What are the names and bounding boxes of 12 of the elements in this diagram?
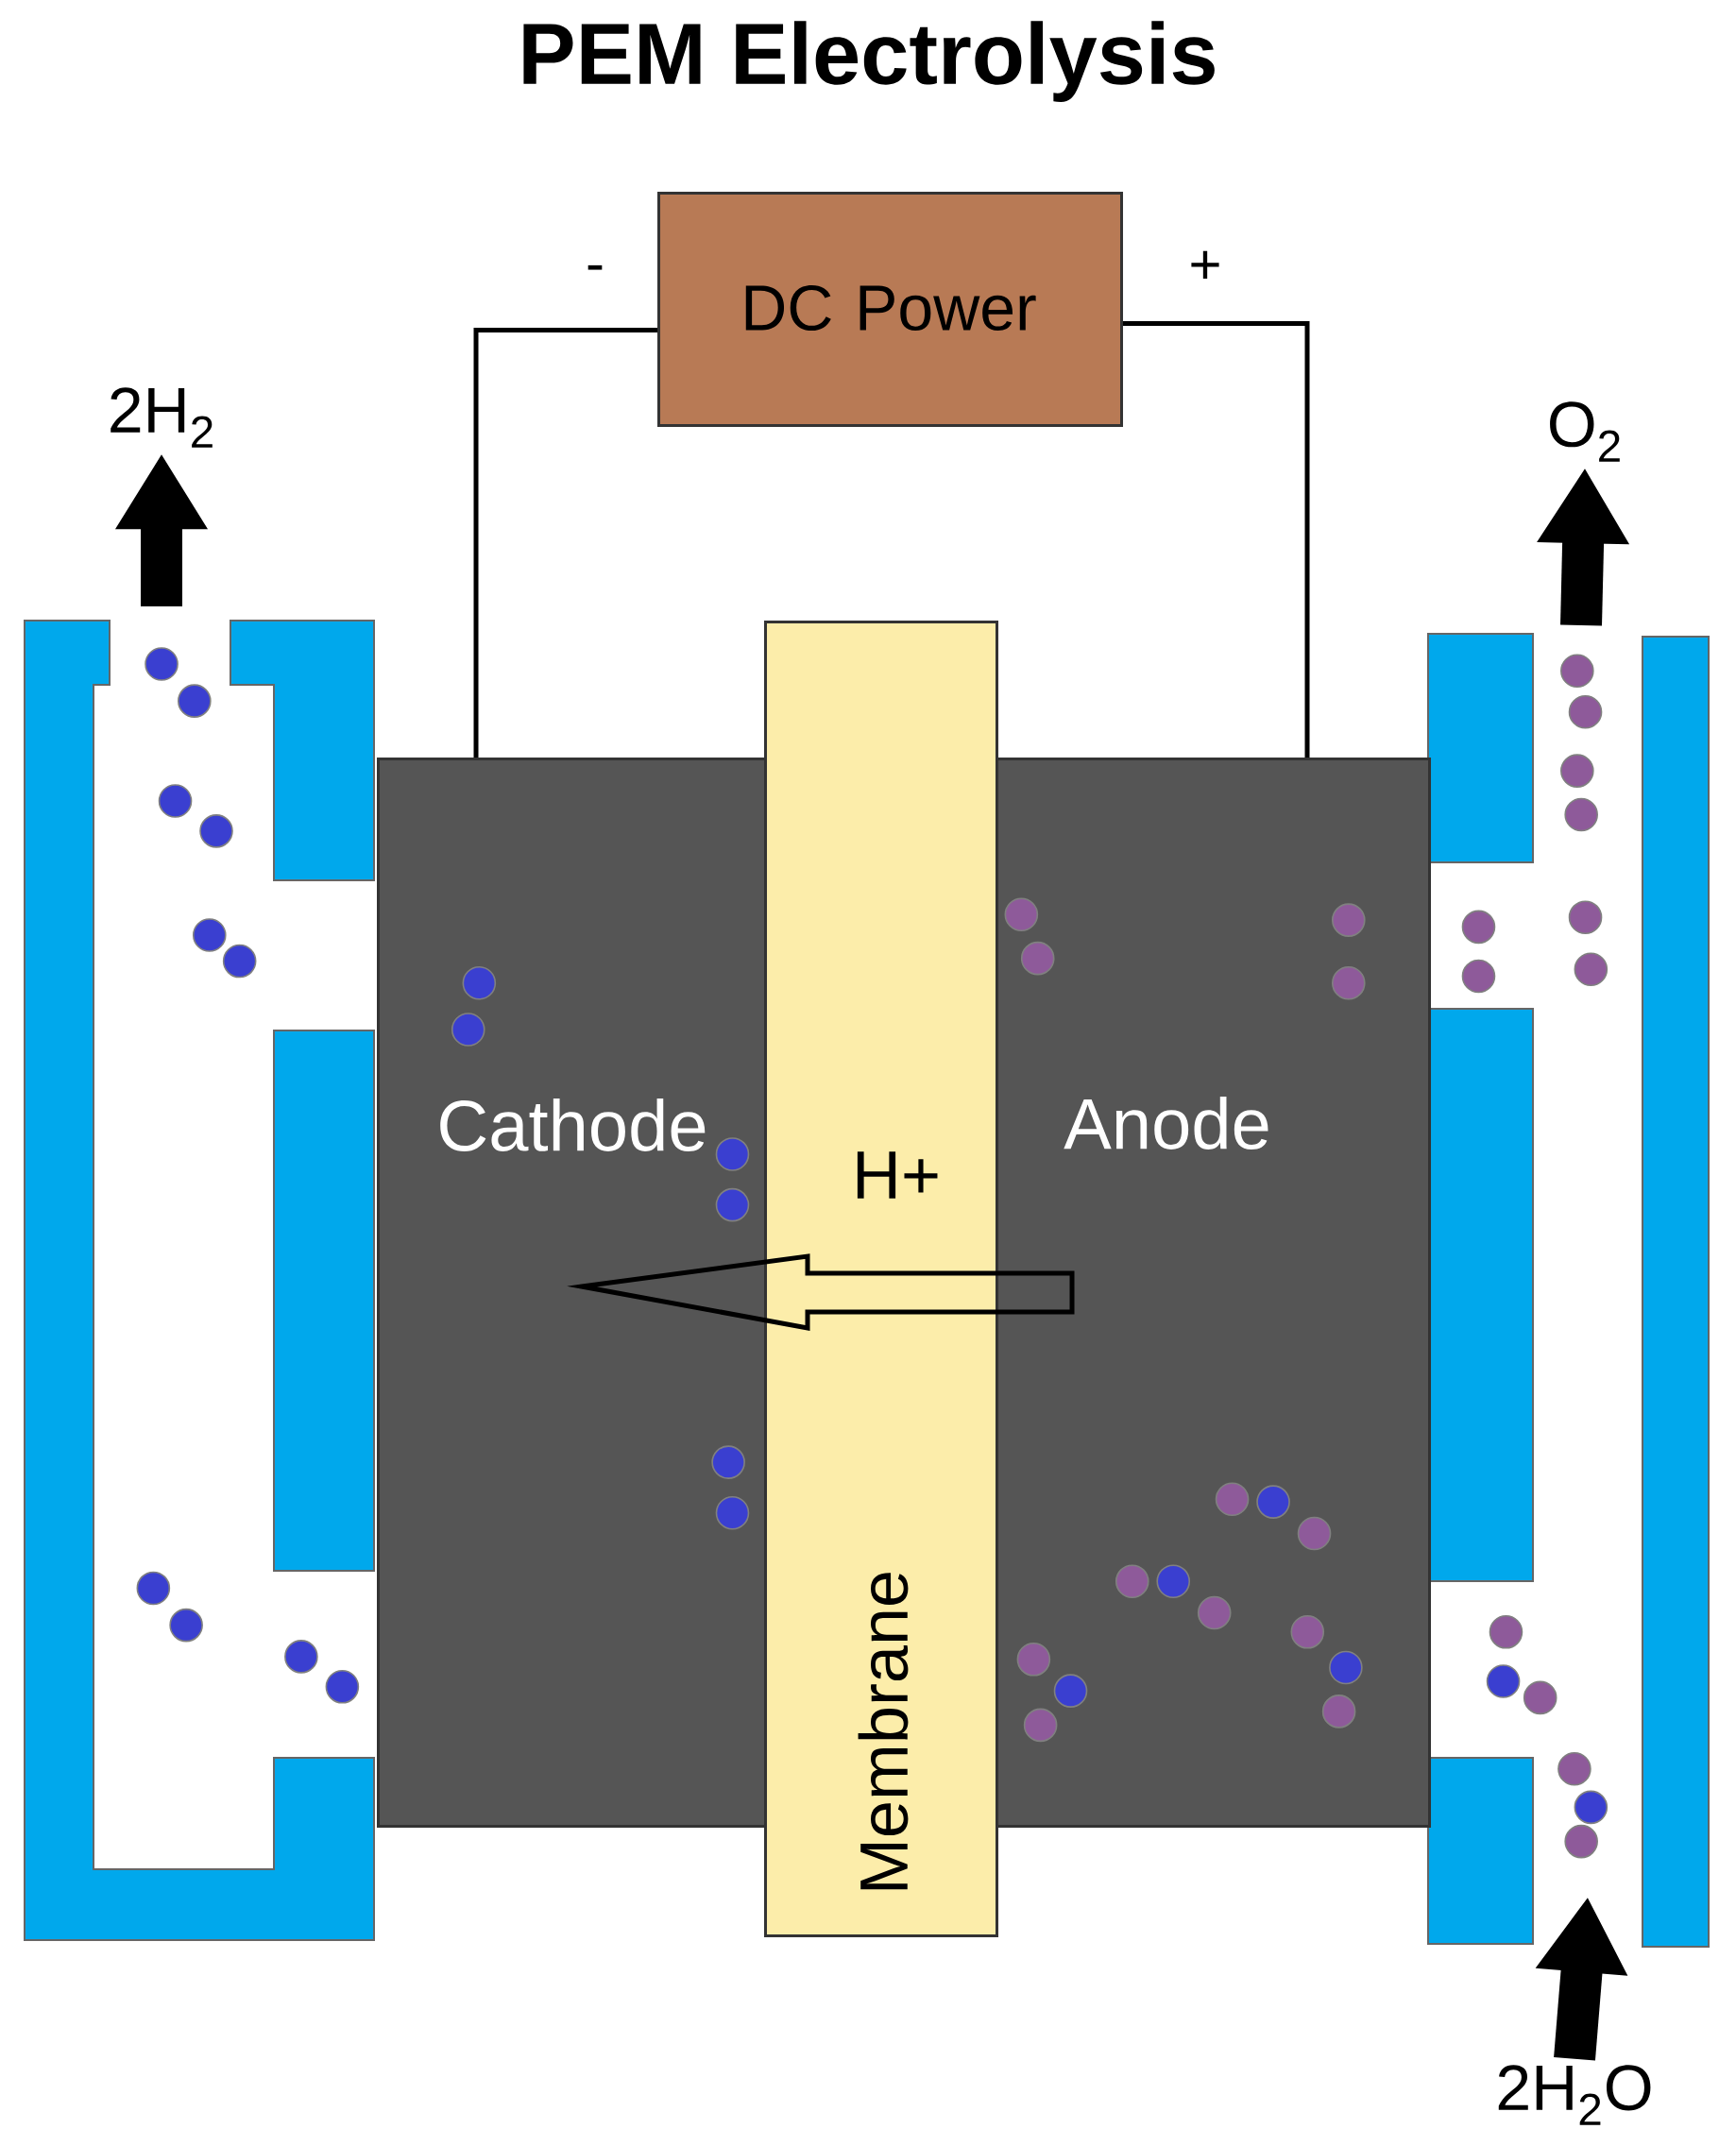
electrode-block: Anode <box>996 758 1431 1829</box>
power-supply-box: DC Power <box>657 192 1123 427</box>
title: PEM Electrolysis <box>523 21 1215 102</box>
sign-label: - <box>587 264 603 270</box>
formula-label: O$_{2}$ <box>1550 401 1620 462</box>
wire <box>1123 321 1310 758</box>
sign-label: + <box>1191 250 1219 280</box>
wire <box>473 328 657 758</box>
edge-label: H+ <box>857 1151 938 1199</box>
formula-label: 2H$_{2}$ <box>111 387 213 448</box>
electrode-block: Cathode <box>377 758 767 1829</box>
formula-label: 2H$_{2}$O <box>1498 2065 1651 2125</box>
